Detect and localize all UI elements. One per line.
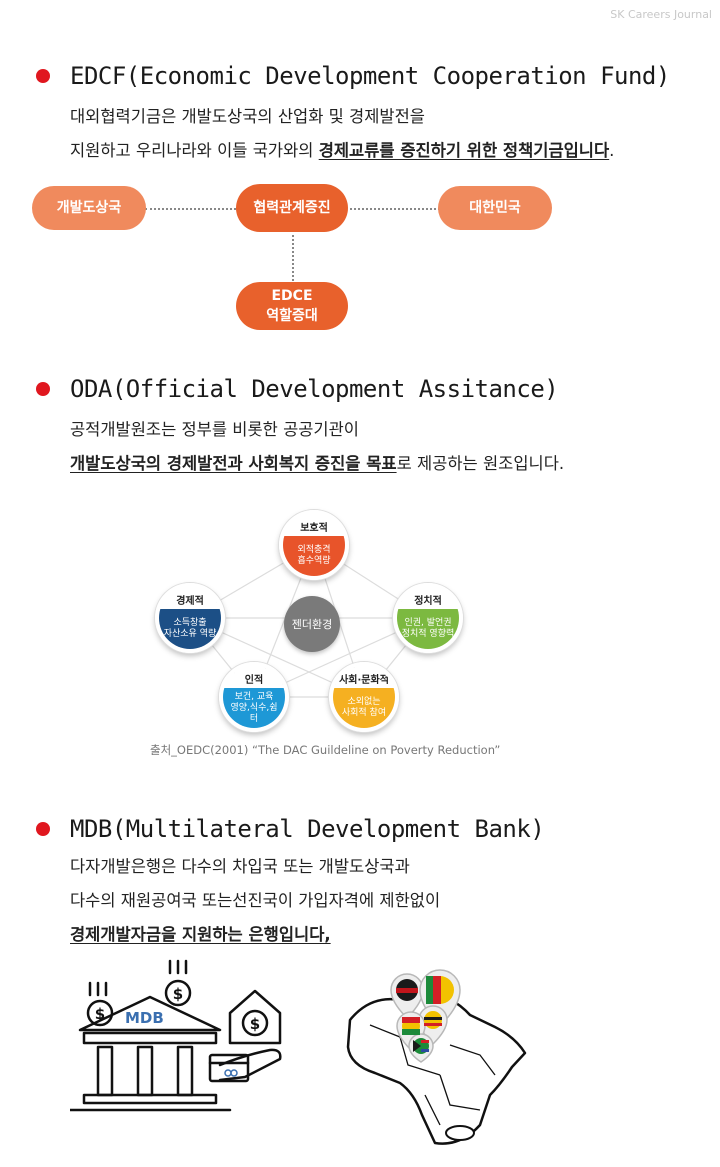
gender-environment-center: 젠더환경 (284, 596, 340, 652)
mdb-line-3-emphasis: 경제개발자금을 지원하는 은행입니다, (70, 925, 331, 944)
mdb-line-1: 다자개발은행은 다수의 차입국 또는 개발도상국과 (70, 857, 410, 876)
edcf-line-2-plain: 지원하고 우리나라와 이들 국가와의 (70, 141, 319, 160)
node-political-line-2: 정치적 영향력 (401, 629, 455, 639)
node-economic-line-1: 소득창출 (173, 618, 207, 628)
node-human-line-2: 영양,식수,쉼터 (230, 702, 278, 724)
connector-left (145, 208, 240, 210)
node-economic-line-2: 자산소유 역량 (163, 629, 217, 639)
oda-heading: ODA(Official Development Assitance) (70, 375, 559, 403)
node-edce-role: EDCE 역할증대 (236, 282, 348, 330)
bank-icon: $ $ $ (70, 959, 282, 1112)
node-political-line-1: 인권, 발언권 (404, 618, 452, 628)
svg-text:$: $ (250, 1015, 260, 1033)
node-edce-line-1: EDCE (271, 288, 313, 304)
node-human-line-1: 보건, 교육 (234, 691, 274, 702)
watermark: SK Careers Journal (610, 8, 712, 21)
edcf-heading: EDCF(Economic Development Cooperation Fu… (70, 62, 670, 90)
flag-pin-icon (390, 969, 461, 1063)
node-economic-title: 경제적 (159, 587, 221, 609)
oda-line-1: 공적개발원조는 정부를 비롯한 공공기관이 (70, 420, 359, 439)
node-human-title: 인적 (223, 666, 285, 688)
connector-right (345, 208, 440, 210)
edcf-line-2-emphasis: 경제교류를 증진하기 위한 정책기금입니다 (318, 141, 610, 160)
node-korea: 대한민국 (438, 186, 552, 230)
oda-source-caption: 출처_OEDC(2001) “The DAC Guildeline on Pov… (150, 743, 501, 757)
connector-down (292, 230, 294, 285)
node-social-line-1: 소외없는 (347, 697, 381, 707)
bank-label: MDB (125, 1009, 164, 1027)
svg-text:$: $ (173, 985, 183, 1003)
node-developing-country: 개발도상국 (32, 186, 146, 230)
mdb-heading-row: MDB(Multilateral Development Bank) (36, 815, 545, 843)
edcf-line-1: 대외협력기금은 개발도상국의 산업화 및 경제발전을 (70, 107, 425, 126)
mdb-heading: MDB(Multilateral Development Bank) (70, 815, 545, 843)
bullet-icon (36, 822, 50, 836)
oda-line-2-emphasis: 개발도상국의 경제발전과 사회복지 증진을 목표 (70, 454, 397, 473)
node-social-line-2: 사회적 참여 (341, 708, 387, 718)
node-cooperation: 협력관계증진 (236, 184, 348, 232)
node-protective-line-2: 흡수역량 (297, 556, 331, 566)
mdb-description: 다자개발은행은 다수의 차입국 또는 개발도상국과 다수의 재원공여국 또는선진… (70, 850, 440, 952)
node-protective-title: 보호적 (283, 514, 345, 536)
oda-line-2-end: 로 제공하는 원조입니다. (396, 454, 565, 473)
node-edce-line-2: 역할증대 (266, 308, 318, 324)
bullet-icon (36, 69, 50, 83)
edcf-description: 대외협력기금은 개발도상국의 산업화 및 경제발전을 지원하고 우리나라와 이들… (70, 100, 614, 168)
oda-description: 공적개발원조는 정부를 비롯한 공공기관이 개발도상국의 경제발전과 사회복지 … (70, 413, 564, 481)
oda-heading-row: ODA(Official Development Assitance) (36, 375, 559, 403)
svg-text:$: $ (95, 1005, 105, 1023)
oda-line-2: 개발도상국의 경제발전과 사회복지 증진을 목표로 제공하는 원조입니다. (70, 447, 564, 481)
bullet-icon (36, 382, 50, 396)
edcf-line-2-end: . (609, 141, 615, 160)
node-protective-line-1: 외적충격 (297, 545, 331, 555)
edcf-heading-row: EDCF(Economic Development Cooperation Fu… (36, 62, 670, 90)
node-political-title: 정치적 (397, 587, 459, 609)
node-social-title: 사회·문화적 (333, 666, 395, 688)
edcf-line-2: 지원하고 우리나라와 이들 국가와의 경제교류를 증진하기 위한 정책기금입니다… (70, 134, 614, 168)
mdb-line-2: 다수의 재원공여국 또는선진국이 가입자격에 제한없이 (70, 891, 441, 910)
